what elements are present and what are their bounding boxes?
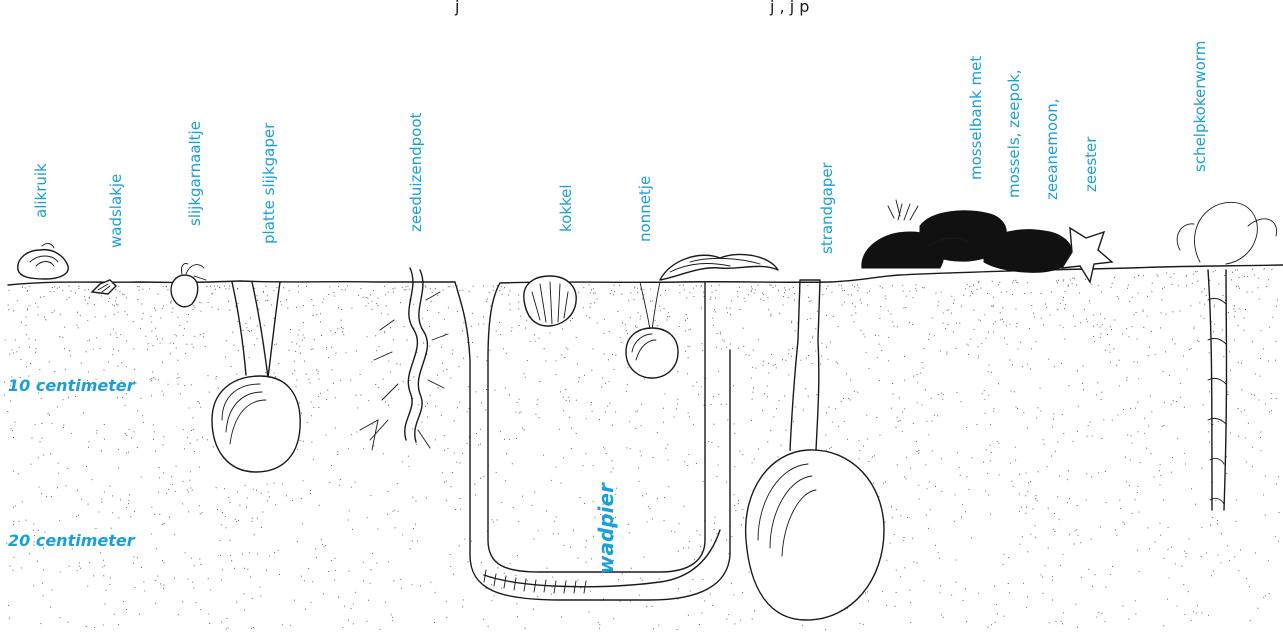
- label-nonnetje: nonnetje: [636, 176, 654, 242]
- strandgaper-shell: [746, 280, 884, 620]
- depth-label-20cm: 20 centimeter: [8, 531, 136, 550]
- sediment-stipple: [4, 269, 1279, 630]
- platte-slijkgaper: [212, 282, 300, 472]
- label-slijkgarnaaltje: slijkgarnaaltje: [186, 121, 204, 226]
- caption-fragment-left: j: [454, 0, 459, 16]
- label-wadpier: wadpier: [594, 482, 618, 574]
- schelpkokerworm-tube: [1177, 202, 1276, 510]
- depth-label-10cm: 10 centimeter: [8, 376, 136, 395]
- kokkel-shell: [524, 276, 576, 326]
- label-strandgaper: strandgaper: [818, 161, 836, 254]
- caption-fragment-right: j , j p: [769, 0, 809, 16]
- label-mosselbank-line3: zeeanemoon,: [1043, 99, 1061, 201]
- label-platte-slijkgaper: platte slijkgaper: [260, 122, 278, 244]
- label-schelpkokerworm: schelpkokerworm: [1191, 41, 1209, 172]
- label-mosselbank-line1: mosselbank met: [967, 56, 985, 180]
- label-kokkel: kokkel: [557, 184, 575, 232]
- nonnetje-shell: [626, 282, 678, 378]
- zeeduizendpoot-worm: [360, 268, 448, 450]
- alikruik-shell: [18, 244, 68, 279]
- label-wadslakje: wadslakje: [107, 174, 125, 248]
- label-zeeduizendpoot: zeeduizendpoot: [407, 112, 425, 232]
- label-mosselbank-line4: zeester: [1082, 136, 1100, 192]
- label-alikruik: alikruik: [32, 163, 50, 218]
- label-mosselbank-line2: mossels, zeepok,: [1005, 69, 1023, 198]
- slijkgarnaaltje-animal: [171, 263, 206, 306]
